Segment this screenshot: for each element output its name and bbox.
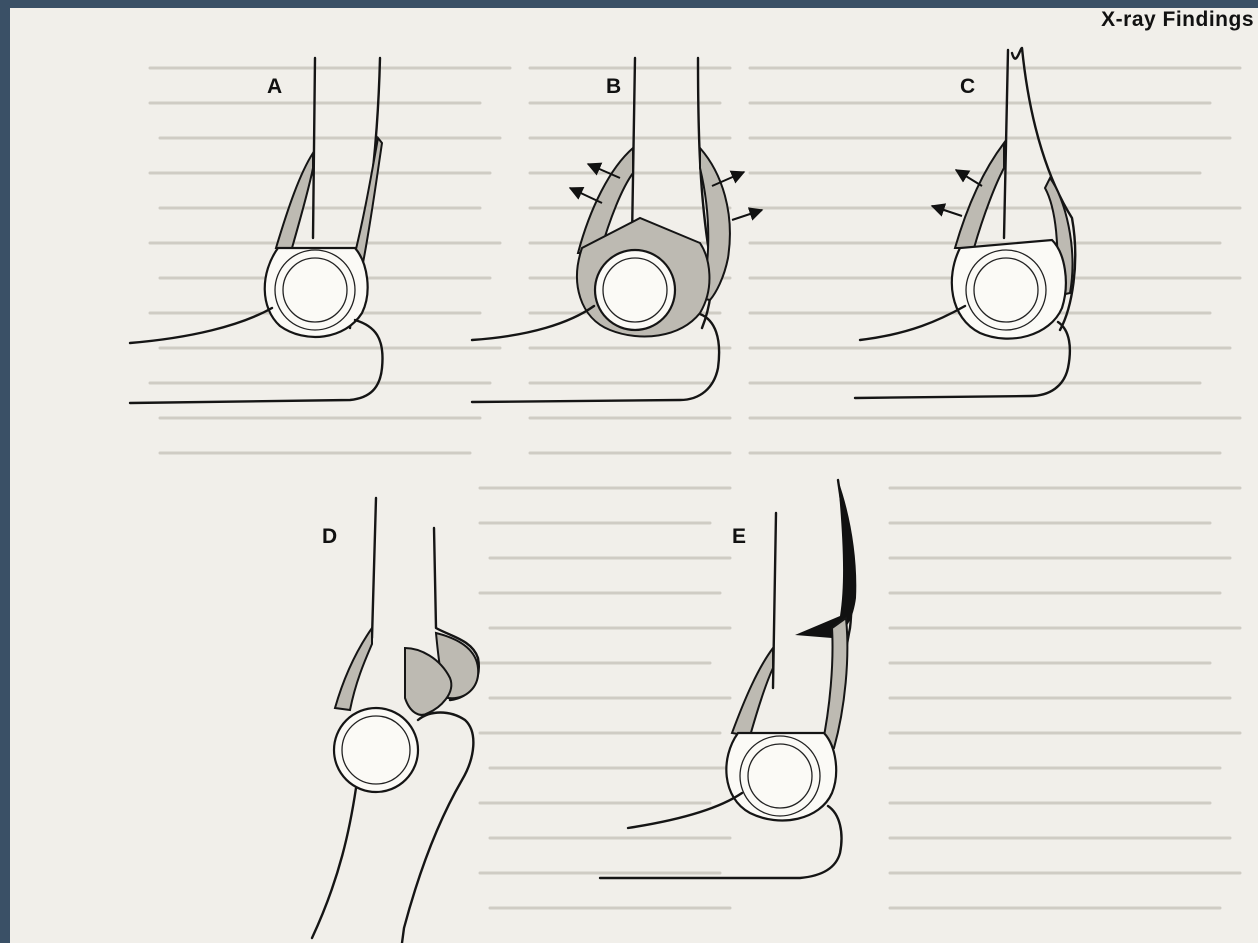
panel-c: C <box>855 48 1075 398</box>
panel-e-displaced-fat-pad <box>795 480 856 638</box>
panel-c-joint-capsule <box>952 240 1066 339</box>
panel-e: E <box>600 480 856 878</box>
panel-b-arrow-2 <box>570 188 602 203</box>
panel-d-fat-pad-anterior <box>335 628 372 710</box>
panel-d-trochlea <box>334 708 418 792</box>
panel-label-d: D <box>322 525 337 548</box>
panel-a: A <box>130 58 383 403</box>
panel-e-fat-pad-posterior <box>822 618 847 748</box>
panel-b-arrow-4 <box>732 210 762 220</box>
panel-a-fat-pad-anterior <box>276 153 313 248</box>
panel-label-a: A <box>267 75 282 98</box>
panel-label-e: E <box>732 525 746 548</box>
panel-b-trochlea <box>595 250 675 330</box>
slide: X-ray Findings <box>10 8 1258 943</box>
panel-d-humerus-shaft <box>372 498 376 638</box>
panel-a-joint-capsule <box>265 248 368 337</box>
panel-e-fat-pad-anterior <box>732 648 773 736</box>
panel-label-b: B <box>606 75 621 98</box>
panel-d: D <box>312 498 479 943</box>
panel-label-c: C <box>960 75 975 98</box>
panel-b: B <box>472 58 762 402</box>
diagram-canvas: A B C <box>10 8 1258 943</box>
panel-c-fat-pad-anterior <box>955 143 1004 248</box>
panel-a-humerus-shaft <box>313 58 315 238</box>
